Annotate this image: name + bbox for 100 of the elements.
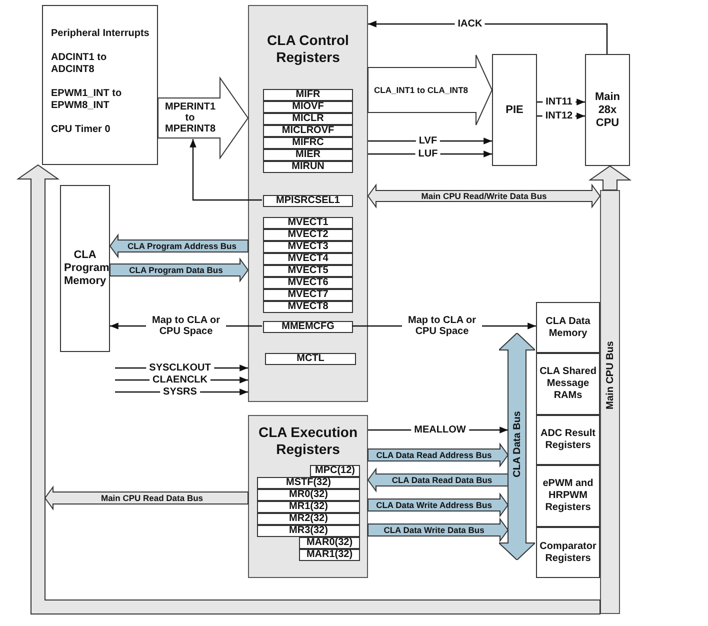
bus-arrow: [368, 517, 509, 543]
register-name: MIRUN: [292, 162, 324, 172]
bus-arrow: [367, 183, 601, 209]
register-cell: [263, 289, 353, 301]
source-text: EPWM1_INT to EPWM8_INT: [51, 88, 123, 112]
register-cell: [299, 537, 360, 549]
register-cell: [257, 501, 360, 513]
register-cell: [257, 513, 360, 525]
register-cell: [257, 489, 360, 501]
register-cell: [263, 113, 353, 125]
edge-label: IACK: [454, 18, 486, 30]
edge-label: CLAENCLK: [150, 374, 210, 386]
register-name: MIFRC: [292, 138, 324, 148]
module-block: [60, 185, 110, 352]
register-cell: [257, 525, 360, 537]
bus-name: Main CPU Bus: [604, 341, 616, 410]
source-text: ADCINT1 to ADCINT8: [51, 52, 108, 76]
register-panel: [248, 5, 368, 402]
edge-label: CLA Data Write Address Bus: [376, 500, 492, 510]
register-cell: [299, 549, 360, 561]
edge-label: CLA Program Data Bus: [129, 265, 223, 275]
memory-block: [536, 302, 600, 353]
memory-block: [536, 465, 600, 527]
data-bus-bar: [499, 333, 535, 560]
block-label: CLA Program Memory: [63, 249, 108, 288]
bus-arrow: [109, 233, 248, 259]
memory-block: [536, 527, 600, 578]
register-name: MAR1(32): [306, 550, 353, 560]
register-cell: [263, 253, 353, 265]
block-label: Comparator Registers: [538, 540, 598, 564]
register-name: MVECT8: [288, 302, 328, 312]
edge-label: CLA Data Read Data Bus: [392, 475, 492, 485]
edge-label: INT11: [542, 96, 576, 108]
register-cell: [263, 321, 353, 333]
register-cell: [257, 477, 360, 489]
bus-arrow: [368, 492, 509, 518]
register-name: MVECT2: [288, 230, 328, 240]
edge-label: LVF: [416, 136, 440, 146]
register-name: MVECT6: [288, 278, 328, 288]
bus-arrow: [368, 54, 493, 126]
register-name: MVECT7: [288, 290, 328, 300]
block-label: CLA Data Memory: [544, 316, 592, 340]
register-cell: [263, 195, 353, 207]
register-cell: [263, 161, 353, 173]
register-cell: [263, 265, 353, 277]
register-name: MICLROVF: [282, 126, 334, 136]
edge-label: SYSCLKOUT: [146, 362, 214, 374]
register-cell: [263, 89, 353, 101]
bus-arrow: [44, 485, 248, 511]
block-label: PIE: [504, 104, 524, 116]
register-name: MAR0(32): [306, 538, 353, 548]
register-name: MIER: [296, 150, 320, 160]
register-cell: [263, 301, 353, 313]
register-cell: [263, 277, 353, 289]
register-name: MVECT3: [288, 242, 328, 252]
edge-label: MEALLOW: [411, 424, 469, 436]
source-text: Peripheral Interrupts: [51, 28, 150, 40]
register-name: MIOVF: [292, 102, 324, 112]
register-cell: [310, 465, 360, 477]
register-name: MSTF(32): [286, 478, 331, 488]
register-cell: [263, 101, 353, 113]
register-cell: [263, 217, 353, 229]
register-name: MPC(12): [314, 466, 355, 476]
register-panel: [248, 415, 368, 578]
edge-label: Main CPU Read/Write Data Bus: [421, 191, 547, 201]
register-cell: [263, 241, 353, 253]
register-cell: [265, 353, 356, 365]
edge-label: INT12: [542, 110, 576, 122]
register-cell: [263, 149, 353, 161]
register-name: MR2(32): [289, 514, 328, 524]
panel-title: CLA Execution Registers: [257, 424, 359, 458]
edge-label: CLA Program Address Bus: [128, 241, 236, 251]
register-name: MVECT5: [288, 266, 328, 276]
edge-label: CLA Data Write Data Bus: [384, 525, 484, 535]
edge-label: Main CPU Read Data Bus: [100, 493, 204, 503]
register-cell: [263, 229, 353, 241]
block-label: Main 28x CPU: [594, 90, 622, 130]
register-name: MMEMCFG: [282, 322, 334, 332]
register-name: MICLR: [292, 114, 324, 124]
register-name: MVECT4: [288, 254, 328, 264]
bus-arrow: [16, 164, 600, 614]
register-name: MVECT1: [288, 218, 328, 228]
arrow: [190, 139, 262, 201]
register-name: MR3(32): [289, 526, 328, 536]
bus-name: CLA Data Bus: [512, 411, 522, 478]
panel-title: CLA Control Registers: [266, 32, 350, 66]
bus-arrow: [367, 467, 508, 493]
edge-label: CLA Data Read Address Bus: [376, 450, 492, 460]
bus-arrow: [368, 442, 509, 468]
edge-label: LUF: [415, 148, 441, 160]
edge-label: Map to CLA or CPU Space: [146, 315, 226, 337]
edge-label: CLA_INT1 to CLA_INT8: [374, 85, 468, 95]
cpu-bus-bar: [600, 190, 620, 614]
register-name: MR0(32): [289, 490, 328, 500]
source-text: CPU Timer 0: [51, 124, 112, 136]
arrow: [368, 20, 608, 54]
block-label: CLA Shared Message RAMs: [538, 366, 598, 402]
bus-arrow: [110, 257, 249, 283]
register-cell: [263, 125, 353, 137]
memory-block: [536, 415, 600, 465]
